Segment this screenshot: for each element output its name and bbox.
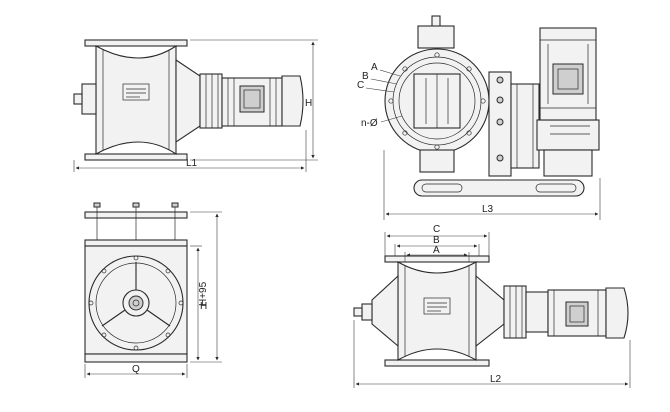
label-B: B	[362, 71, 369, 82]
label-A: A	[371, 62, 378, 73]
view-bottom-right: C B A L2	[353, 224, 631, 388]
dim-H-label: H	[305, 98, 312, 109]
label-n-phi: n-Ø	[361, 118, 378, 129]
view-top-left: L1 H	[73, 39, 318, 172]
dim-L1-label: L1	[186, 158, 198, 169]
dim-C-label: C	[433, 224, 440, 235]
dim-H95-label: H+95	[198, 281, 209, 306]
view-top-right: A B C n-Ø L3	[357, 15, 601, 220]
dim-Q-label: Q	[132, 364, 140, 375]
dim-L2-label: L2	[490, 374, 502, 385]
dim-B-label: B	[433, 235, 440, 246]
label-C: C	[357, 80, 364, 91]
dim-A-label: A	[433, 245, 440, 256]
dim-H-label-2: H	[200, 301, 207, 312]
dim-L3-label: L3	[482, 204, 494, 215]
view-bottom-left: H H+95 Q	[84, 202, 222, 378]
